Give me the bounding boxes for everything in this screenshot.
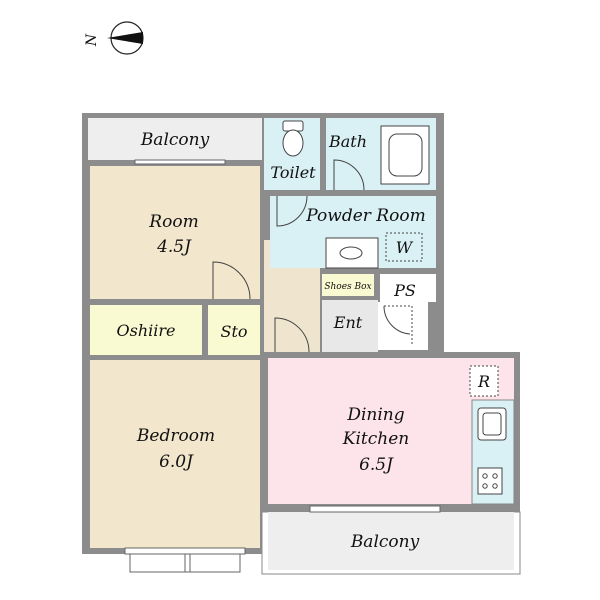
washer-space <box>385 232 423 262</box>
compass-north-label: N <box>84 33 100 47</box>
balcony-bottom-floor <box>268 512 514 570</box>
washer-label: W <box>396 238 414 257</box>
room-label: Room <box>148 212 198 232</box>
balcony-top-floor <box>88 118 262 160</box>
oshiire-floor <box>90 305 202 355</box>
bath-label: Bath <box>328 132 367 151</box>
room-size-label: 4.5J <box>156 237 192 257</box>
bedroom-size-label: 6.0J <box>159 452 194 472</box>
shoes-box-floor <box>322 274 374 296</box>
kitchen-sink-icon <box>477 407 507 441</box>
bedroom-window <box>124 547 246 555</box>
bedroom-label: Bedroom <box>136 426 215 446</box>
refrigerator-label: R <box>477 372 490 391</box>
toilet-fixture-icon <box>282 120 304 157</box>
room-door-swing <box>212 261 251 300</box>
front-door-swing <box>384 305 413 346</box>
dining-window <box>309 505 441 513</box>
toilet-label: Toilet <box>270 163 316 182</box>
front-door-arc <box>383 305 411 335</box>
dining-kitchen-size-label: 6.5J <box>359 455 394 475</box>
stove-icon <box>477 467 503 495</box>
wash-basin-icon <box>325 237 379 269</box>
bath-door-swing <box>333 159 365 191</box>
bedroom-floor <box>90 360 260 548</box>
corridor-door-swing <box>274 317 310 353</box>
balcony-top-window <box>134 159 226 165</box>
room-4-5-floor <box>90 166 260 299</box>
balcony-bottom-label: Balcony <box>350 532 420 552</box>
dining-label: Dining <box>346 405 404 425</box>
pipe-space-floor <box>380 274 436 302</box>
storage-label: Sto <box>220 322 247 341</box>
powder-room-door-swing <box>276 195 308 227</box>
storage-floor <box>208 305 260 355</box>
refrigerator-space <box>469 365 499 397</box>
balcony-top-label: Balcony <box>140 130 210 150</box>
shoes-box-label: Shoes Box <box>324 282 371 292</box>
pipe-space-label: PS <box>393 281 416 300</box>
entrance-label: Ent <box>333 313 363 332</box>
bathtub-icon <box>380 125 430 185</box>
kitchen-label: Kitchen <box>342 429 409 449</box>
compass: N <box>84 21 144 55</box>
north-arrow-icon <box>107 21 144 55</box>
powder-room-label: Powder Room <box>305 206 425 226</box>
entrance-floor <box>322 300 378 352</box>
front-door-area <box>378 302 428 350</box>
oshiire-label: Oshiire <box>117 321 176 340</box>
